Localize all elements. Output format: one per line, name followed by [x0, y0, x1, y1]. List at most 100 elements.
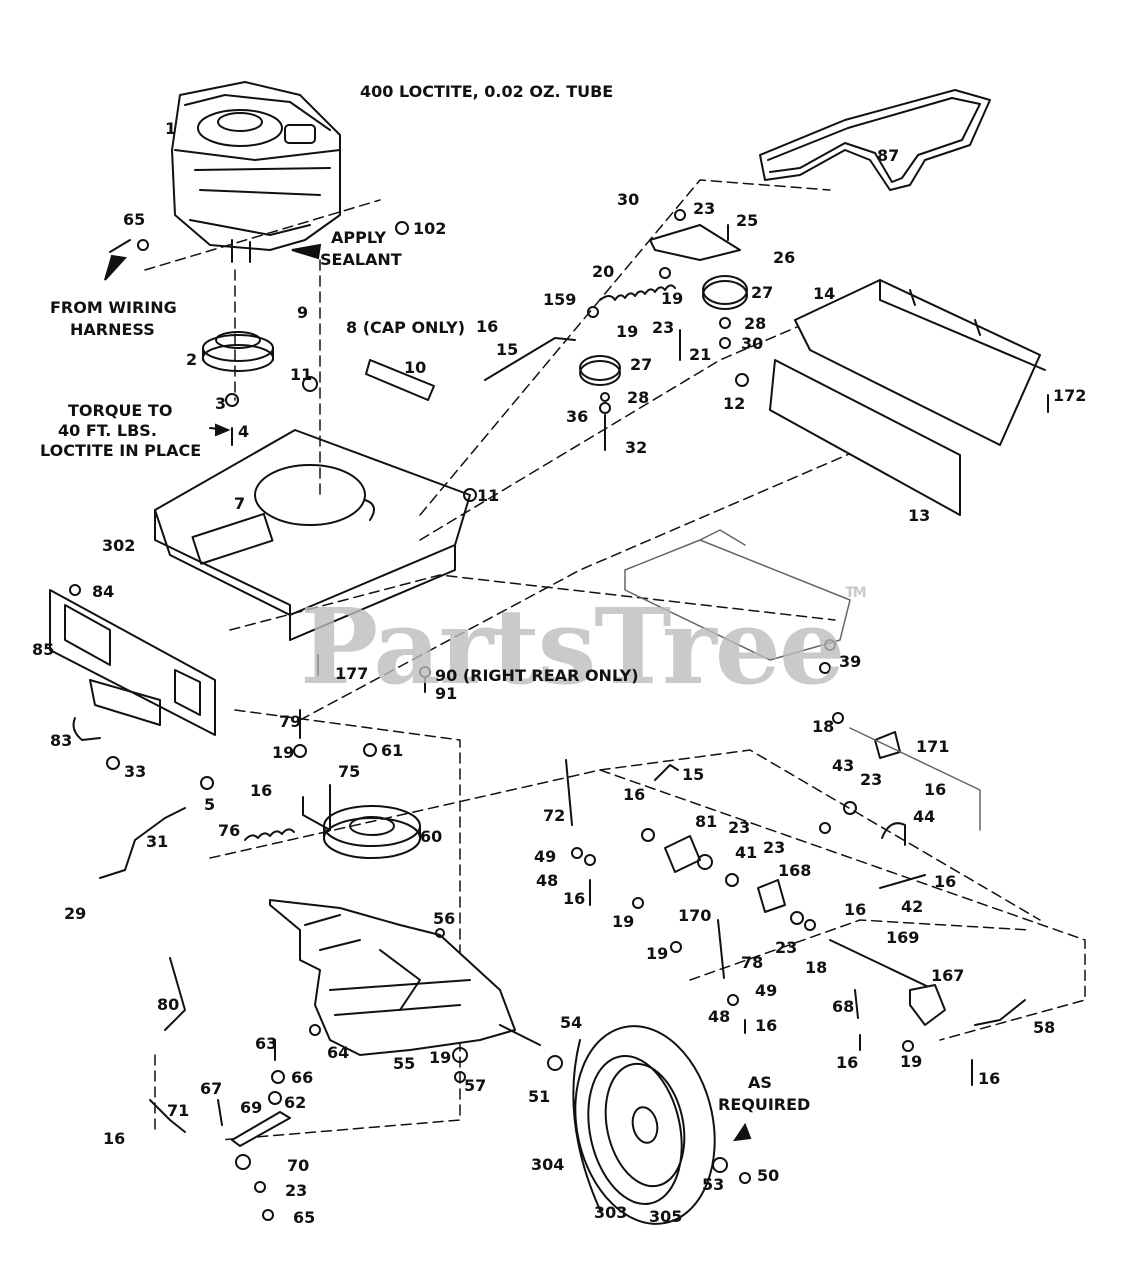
part-label: 75	[338, 762, 361, 781]
part-label: 49	[755, 981, 778, 1000]
part-label: 18	[812, 717, 835, 736]
part-label: 2	[186, 350, 198, 369]
part-label: 48	[708, 1007, 731, 1026]
part-label: 78	[741, 953, 764, 972]
part-label: 51	[528, 1087, 551, 1106]
part-label: 171	[916, 737, 950, 756]
part-label: 76	[218, 821, 241, 840]
right-rear-note: 90 (RIGHT REAR ONLY)	[435, 666, 639, 685]
part-label: 5	[204, 795, 216, 814]
part-label: 169	[886, 928, 920, 947]
part-label: 23	[860, 770, 883, 789]
part-label: 23	[775, 938, 798, 957]
part-label: 39	[839, 652, 862, 671]
as-required-note-line1: AS	[748, 1073, 772, 1092]
part-label: 31	[146, 832, 169, 851]
part-label: 23	[693, 199, 716, 218]
part-label: 16	[844, 900, 867, 919]
part-label: 25	[736, 211, 759, 230]
part-label: 56	[433, 909, 456, 928]
part-label: 72	[543, 806, 566, 825]
part-label: 3	[215, 394, 227, 413]
part-label: 21	[689, 345, 712, 364]
part-label: 63	[255, 1034, 278, 1053]
part-label: 170	[678, 906, 712, 925]
part-label: 36	[566, 407, 589, 426]
part-label: 41	[735, 843, 758, 862]
part-label: 168	[778, 861, 812, 880]
part-label: 19	[646, 944, 669, 963]
part-label: 84	[92, 582, 115, 601]
part-label: 43	[832, 756, 855, 775]
part-label: 23	[763, 838, 786, 857]
engine-mounting-plate	[155, 430, 470, 640]
part-label: 23	[285, 1181, 308, 1200]
part-label: 57	[464, 1076, 487, 1095]
part-label: 14	[813, 284, 836, 303]
as-required-note-line2: REQUIRED	[718, 1095, 811, 1114]
part-label: 65	[123, 210, 146, 229]
part-label: 85	[32, 640, 55, 659]
part-label: 19	[900, 1052, 923, 1071]
part-label: 304	[531, 1155, 565, 1174]
part-label: 12	[723, 394, 746, 413]
part-label: 172	[1053, 386, 1087, 405]
part-label: 91	[435, 684, 458, 703]
part-label: 19	[272, 743, 295, 762]
part-label: 159	[543, 290, 577, 309]
part-label: 16	[978, 1069, 1001, 1088]
part-label: 27	[630, 355, 653, 374]
part-label: 20	[592, 262, 615, 281]
part-label: 65	[293, 1208, 316, 1227]
part-label: 15	[682, 765, 705, 784]
part-label: 302	[102, 536, 136, 555]
engine	[172, 82, 340, 262]
chute-deflector	[795, 280, 1040, 445]
part-label: 58	[1033, 1018, 1056, 1037]
part-label: 33	[124, 762, 147, 781]
part-label: 23	[728, 818, 751, 837]
part-label: 42	[901, 897, 924, 916]
part-label: 53	[702, 1175, 725, 1194]
apply-sealant-note-line1: APPLY	[331, 228, 387, 247]
part-label: 16	[934, 872, 957, 891]
part-label: 48	[536, 871, 559, 890]
part-label: 11	[290, 365, 313, 384]
part-label: 44	[913, 807, 936, 826]
part-label: 13	[908, 506, 931, 525]
part-label: 303	[594, 1203, 628, 1222]
part-label: 80	[157, 995, 180, 1014]
belt	[760, 90, 990, 190]
part-label: 71	[167, 1101, 190, 1120]
part-label: 64	[327, 1043, 350, 1062]
part-label: 16	[924, 780, 947, 799]
part-label: 7	[234, 494, 246, 513]
part-label: 10	[404, 358, 427, 377]
part-label: 28	[627, 388, 650, 407]
part-label: 16	[103, 1129, 126, 1148]
torque-note-line3: LOCTITE IN PLACE	[40, 441, 202, 460]
part-label: 1	[165, 119, 177, 138]
part-label: 81	[695, 812, 718, 831]
part-label: 27	[751, 283, 774, 302]
part-label: 16	[755, 1016, 778, 1035]
part-label: 9	[297, 303, 309, 322]
part-label: 79	[279, 712, 302, 731]
part-label: 87	[877, 146, 900, 165]
wiring-note-line1: FROM WIRING	[50, 298, 177, 317]
loctite-note: 400 LOCTITE, 0.02 OZ. TUBE	[360, 82, 614, 101]
part-label: 16	[563, 889, 586, 908]
part-label: 167	[931, 966, 965, 985]
front-bracket	[50, 590, 215, 735]
part-label: 4	[238, 422, 250, 441]
part-label: 60	[420, 827, 443, 846]
torque-note-line2: 40 FT. LBS.	[58, 421, 157, 440]
part-label: 16	[836, 1053, 859, 1072]
torque-note-line1: TORQUE TO	[68, 401, 173, 420]
part-label: 62	[284, 1093, 307, 1112]
cap-only-note: 8 (CAP ONLY)	[346, 318, 466, 337]
rear-wheel	[558, 1013, 733, 1237]
part-label: 18	[805, 958, 828, 977]
engine-pulley	[203, 332, 273, 371]
part-label: 305	[649, 1207, 683, 1226]
